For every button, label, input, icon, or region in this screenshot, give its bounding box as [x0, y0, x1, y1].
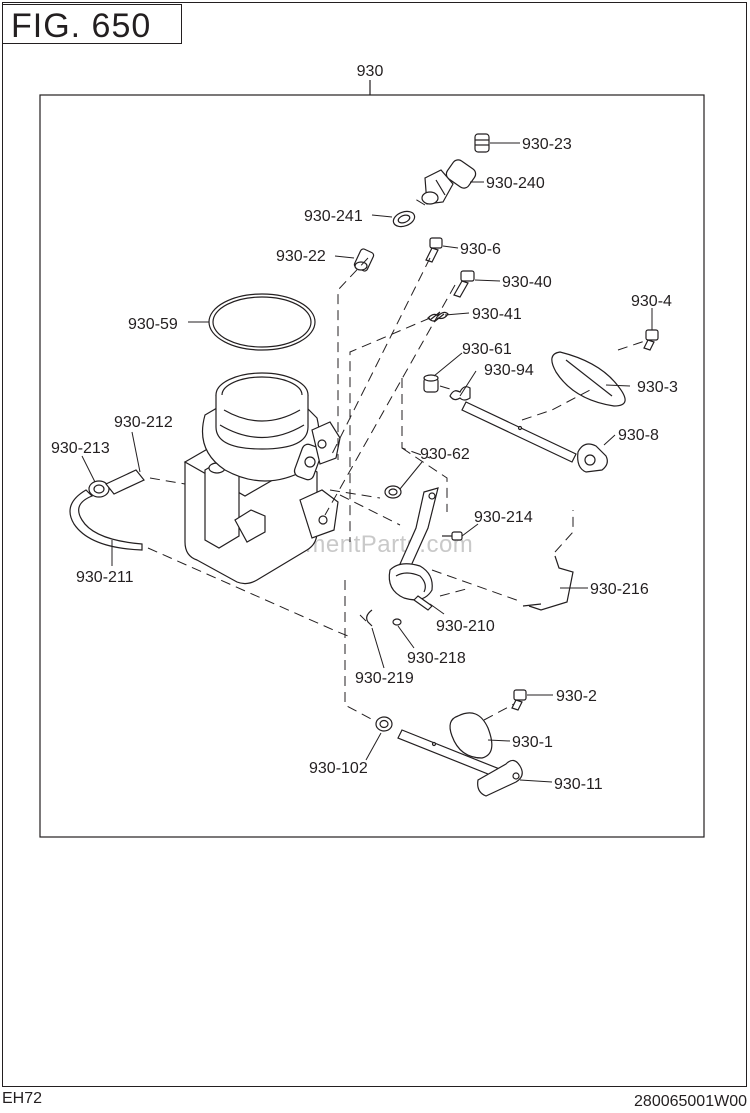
label-930-210: 930-210	[436, 618, 495, 635]
label-930-241: 930-241	[304, 208, 363, 225]
part-930-216-shape	[522, 555, 574, 611]
part-930-2-shape	[511, 689, 527, 711]
part-930-94-shape	[449, 386, 471, 401]
part-930-218-shape	[392, 618, 402, 626]
label-930-11: 930-11	[554, 776, 603, 793]
assembly-label: 930	[357, 63, 384, 80]
part-930-22-shape	[353, 248, 375, 272]
label-930-216: 930-216	[590, 581, 649, 598]
label-930-22: 930-22	[276, 248, 326, 265]
part-930-1-shape	[449, 712, 493, 759]
label-930-3: 930-3	[637, 379, 678, 396]
label-930-2: 930-2	[556, 688, 597, 705]
label-930-211: 930-211	[76, 569, 134, 586]
part-930-3-shape	[551, 351, 626, 407]
label-930-6: 930-6	[460, 241, 501, 258]
label-930-8: 930-8	[618, 427, 659, 444]
label-930-214: 930-214	[474, 509, 533, 526]
label-930-219: 930-219	[355, 670, 414, 687]
throttle-shaft-shape	[461, 401, 577, 463]
label-930-102: 930-102	[309, 760, 368, 777]
label-930-41: 930-41	[472, 306, 522, 323]
leader-lines	[81, 142, 653, 783]
part-930-61-shape	[423, 374, 439, 393]
label-930-59: 930-59	[128, 316, 178, 333]
figure-title-box: FIG. 650	[2, 4, 182, 45]
label-930-23: 930-23	[522, 136, 572, 153]
document-number: 280065001W00	[634, 1093, 747, 1110]
part-930-11-shape	[477, 759, 523, 797]
part-930-41-shape	[427, 311, 449, 323]
assembly-frame	[39, 94, 705, 838]
part-930-240-shape	[421, 159, 477, 205]
part-930-102-shape	[375, 716, 393, 732]
label-930-40: 930-40	[502, 274, 552, 291]
part-930-210-shape	[388, 563, 433, 611]
part-930-211-shape	[69, 489, 143, 551]
part-930-212-shape	[105, 469, 145, 495]
part-930-213-shape	[88, 480, 110, 498]
part-930-219-shape	[366, 609, 373, 627]
part-930-6-shape	[425, 237, 443, 263]
label-930-213: 930-213	[51, 440, 110, 457]
label-930-240: 930-240	[486, 175, 545, 192]
figure-title: FIG. 650	[11, 7, 152, 45]
label-930-212: 930-212	[114, 414, 173, 431]
label-930-1: 930-1	[512, 734, 553, 751]
label-930-61: 930-61	[462, 341, 512, 358]
model-code: EH72	[2, 1090, 43, 1107]
part-graphics	[69, 133, 659, 797]
part-labels: 930-23 930-240 930-241 930-6 930-22 930-…	[51, 136, 678, 793]
part-930-23-shape	[474, 133, 490, 153]
label-930-4: 930-4	[631, 293, 672, 310]
part-930-40-shape	[453, 270, 475, 298]
throttle-body-shape	[183, 372, 341, 585]
assembly-lines	[147, 198, 649, 722]
part-930-8-shape	[577, 443, 608, 473]
label-930-94: 930-94	[484, 362, 534, 379]
label-930-62: 930-62	[420, 446, 470, 463]
label-930-218: 930-218	[407, 650, 466, 667]
outer-frame	[2, 2, 747, 1087]
part-930-4-shape	[643, 329, 659, 351]
